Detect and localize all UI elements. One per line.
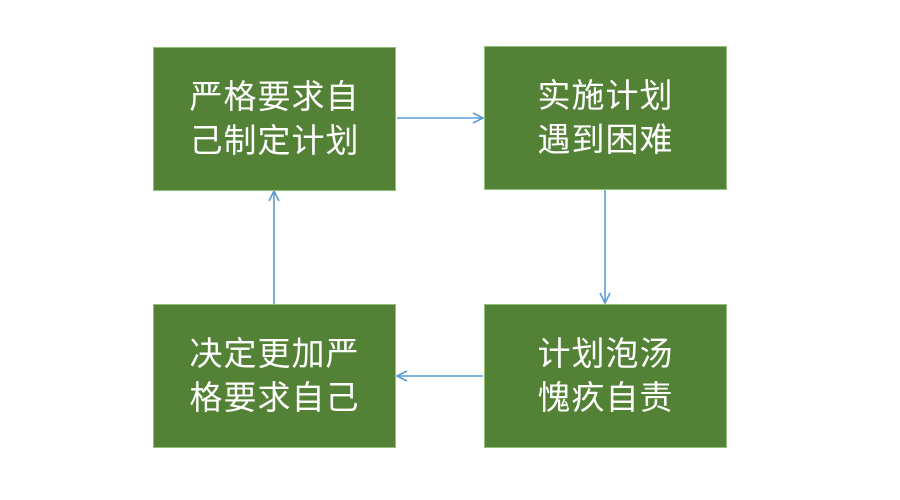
node-text-line: 遇到困难	[537, 120, 674, 159]
node-plan-fails: 计划泡汤 愧疚自责	[484, 304, 727, 448]
node-self-plan: 严格要求自 己制定计划	[153, 47, 396, 191]
node-execute-plan: 实施计划 遇到困难	[484, 46, 727, 190]
node-text-line: 计划泡汤	[537, 334, 674, 373]
node-stricter-again: 决定更加严 格要求自己	[153, 304, 396, 448]
node-text-line: 实施计划	[537, 76, 674, 115]
node-text-line: 愧疚自责	[537, 378, 674, 417]
node-text-line: 严格要求自	[189, 77, 360, 116]
node-text-line: 己制定计划	[189, 121, 360, 160]
node-text-line: 决定更加严	[189, 334, 360, 373]
node-text-line: 格要求自己	[189, 378, 360, 417]
